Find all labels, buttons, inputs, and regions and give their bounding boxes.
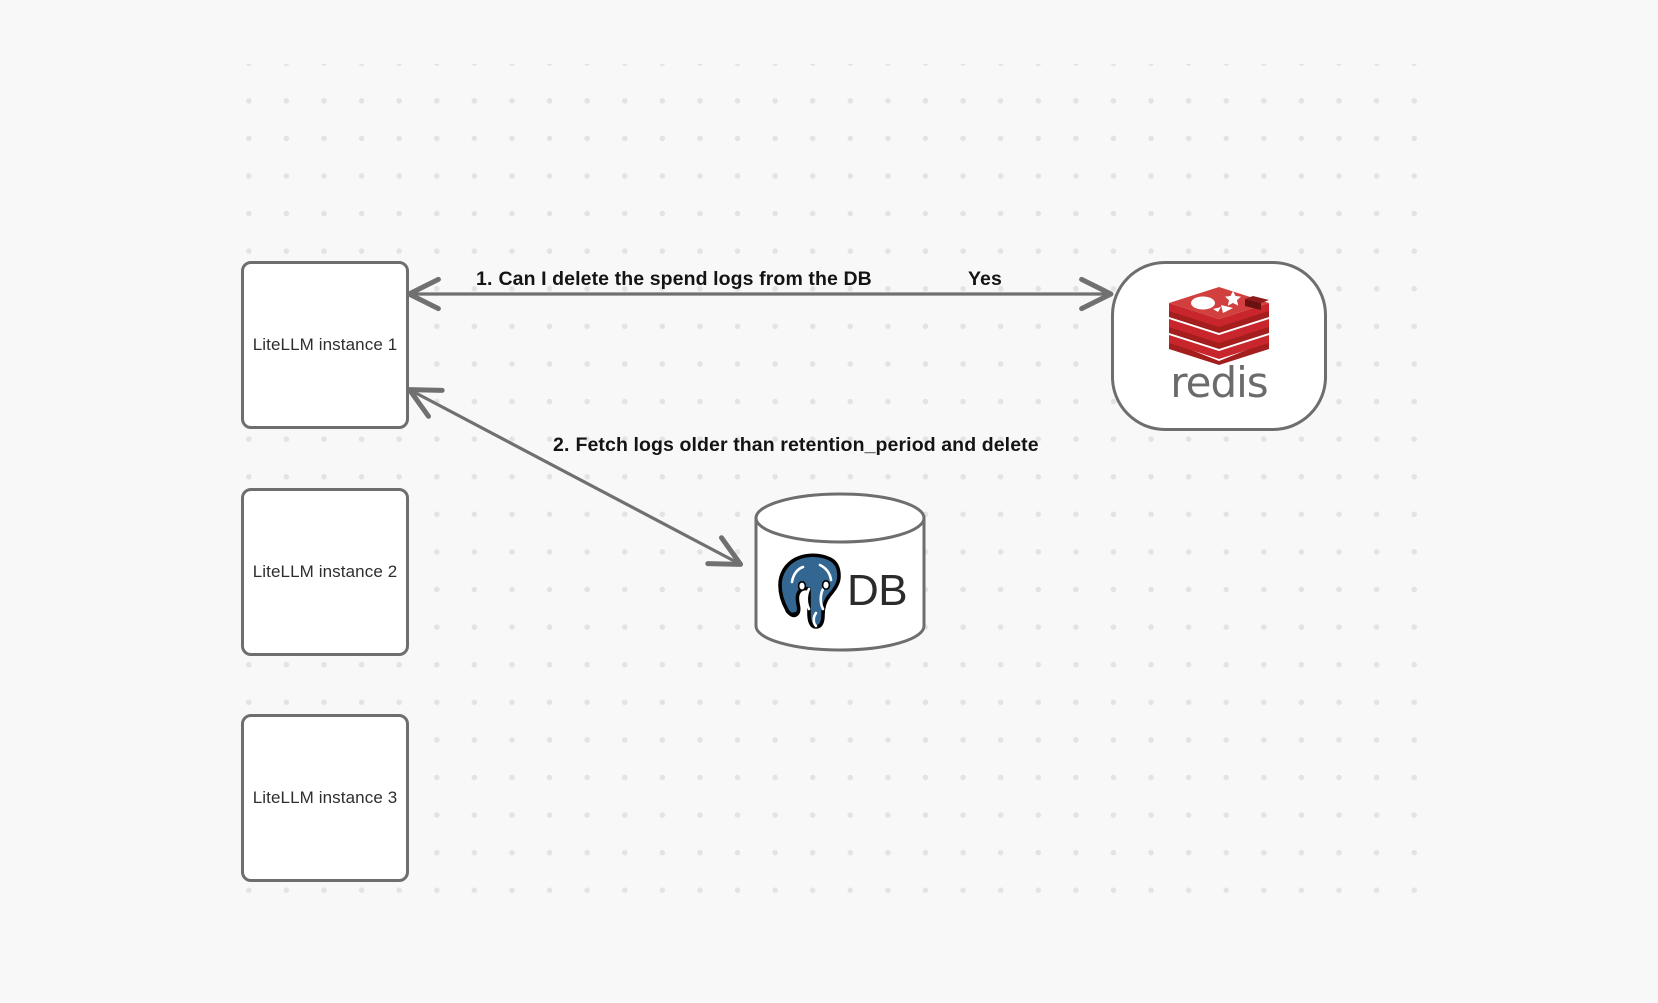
node-litellm-instance-1-label: LiteLLM instance 1: [252, 334, 398, 354]
redis-logo-icon: [1169, 287, 1269, 366]
node-litellm-instance-2-label: LiteLLM instance 2: [252, 561, 398, 581]
postgresql-elephant-icon: [778, 553, 841, 629]
node-litellm-instance-1[interactable]: LiteLLM instance 1: [241, 261, 409, 429]
edge-1-text: Can I delete the spend logs from the DB: [498, 268, 872, 290]
edge-litellm1-db: [406, 387, 744, 567]
redis-logo-group: redis: [1165, 285, 1273, 403]
edge-1-number: 1.: [476, 268, 493, 290]
edge-2-number: 2.: [553, 434, 570, 456]
edge-2-text: Fetch logs older than retention_period a…: [575, 434, 1039, 456]
db-label: DB: [846, 566, 908, 615]
cylinder-shape: [754, 492, 926, 652]
node-db[interactable]: DB: [753, 492, 927, 652]
redis-wordmark: redis: [1170, 358, 1268, 408]
node-redis[interactable]: redis: [1111, 261, 1327, 431]
edge-2-label: 2.Fetch logs older than retention_period…: [553, 434, 1039, 457]
edge-1-label: 1.Can I delete the spend logs from the D…: [476, 268, 872, 291]
node-litellm-instance-3-label: LiteLLM instance 3: [252, 787, 398, 807]
node-litellm-instance-3[interactable]: LiteLLM instance 3: [241, 714, 409, 882]
edge-1-reply-label: Yes: [968, 268, 1002, 290]
db-logo-group: DB: [753, 548, 927, 634]
node-litellm-instance-2[interactable]: LiteLLM instance 2: [241, 488, 409, 656]
